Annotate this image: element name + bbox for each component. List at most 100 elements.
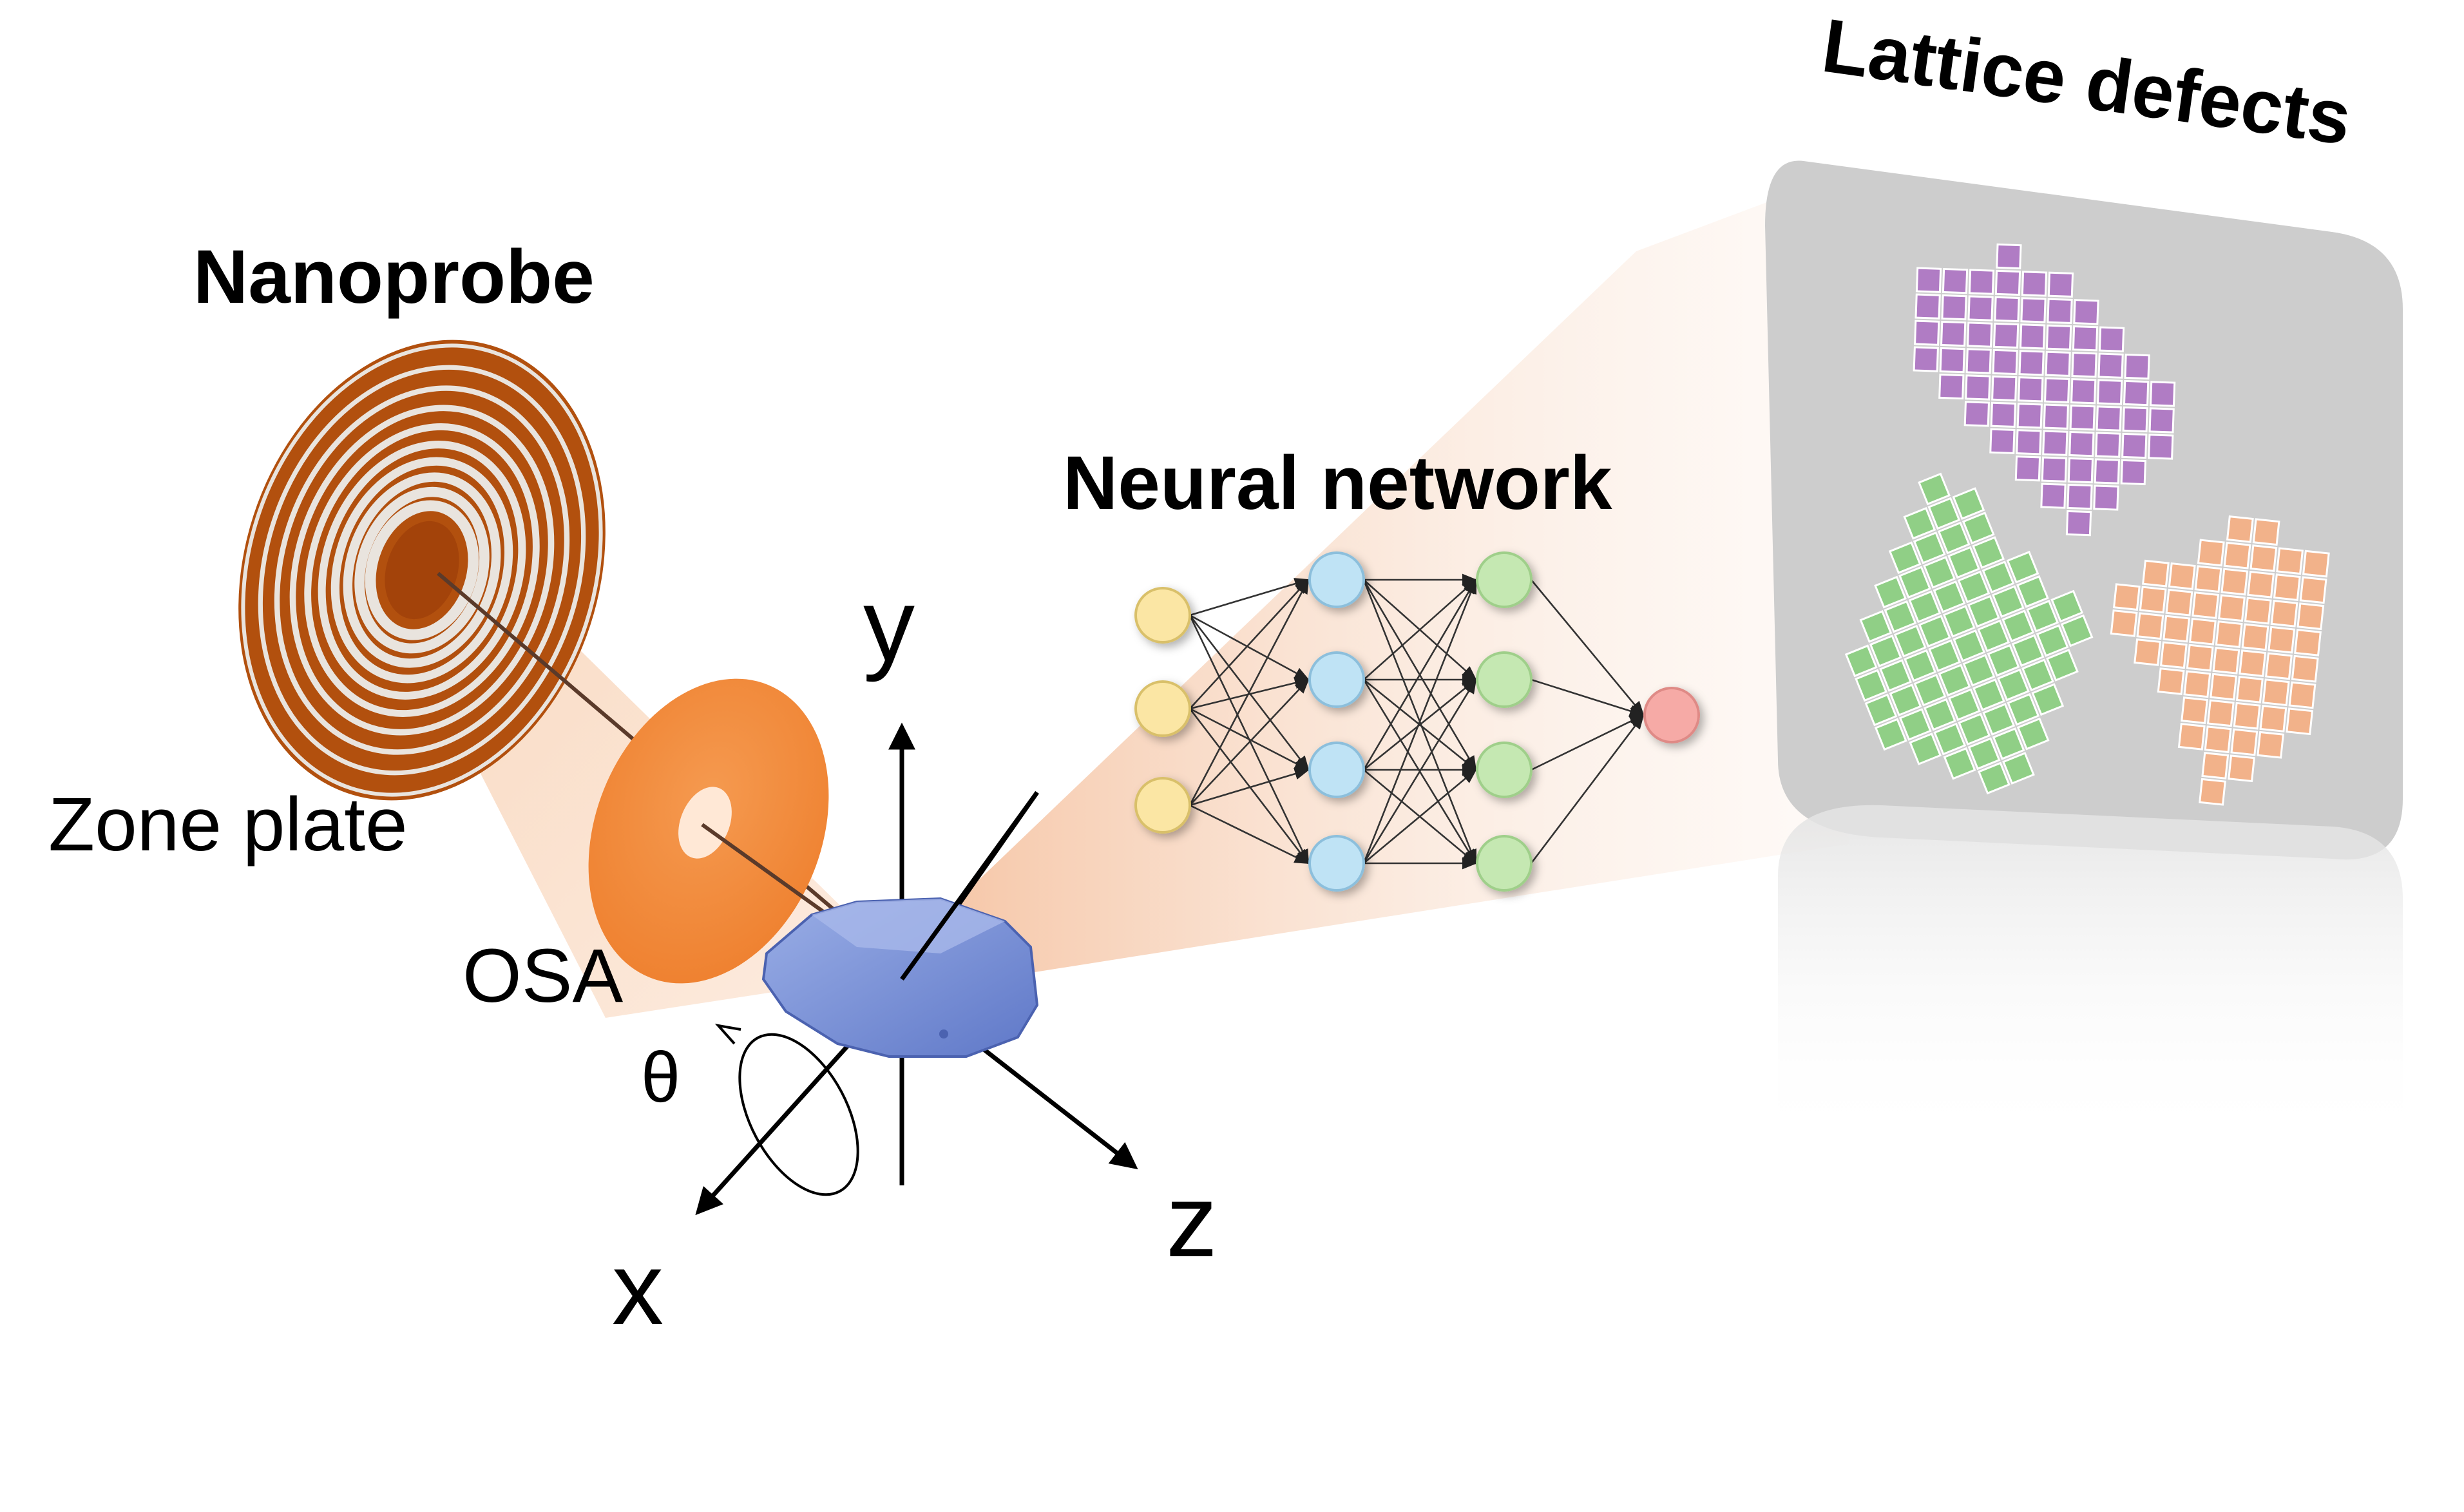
lattice-cell xyxy=(1898,708,1932,741)
lattice-cell xyxy=(2067,457,2094,484)
lattice-cell xyxy=(1859,610,1893,643)
lattice-cell xyxy=(2018,376,2044,403)
lattice-cell xyxy=(2096,379,2123,405)
nn-connection xyxy=(1189,768,1310,807)
lattice-cell xyxy=(2204,725,2232,754)
nn-connection xyxy=(1189,578,1310,617)
zone-plate-icon xyxy=(238,340,606,801)
lattice-cell xyxy=(1992,322,2020,349)
lattice-cell xyxy=(1928,639,1962,673)
lattice-cell xyxy=(1967,295,1994,321)
lattice-cell xyxy=(1884,600,1917,633)
nn-connection xyxy=(1530,579,1645,716)
lattice-cell xyxy=(2011,634,2045,667)
lattice-cell xyxy=(2122,406,2148,433)
lattice-cell xyxy=(2042,430,2068,456)
lattice-cell xyxy=(2046,648,2079,682)
lattice-cell xyxy=(2223,541,2251,569)
lattice-cell xyxy=(2299,576,2327,604)
lattice-cell xyxy=(1889,684,1922,716)
lattice-cell xyxy=(1942,604,1976,638)
axis-y-label: y xyxy=(863,567,915,682)
lattice-cell xyxy=(2291,655,2319,683)
scattered-beam xyxy=(902,193,1894,973)
zone-ring xyxy=(365,500,479,640)
lattice-cell xyxy=(1879,659,1912,692)
lattice-cell xyxy=(2097,352,2124,379)
input-node xyxy=(1134,777,1191,834)
lattice-cell xyxy=(2212,646,2240,675)
lattice-cell xyxy=(2026,599,2059,633)
lattice-cell xyxy=(1913,346,1939,372)
lattice-cell xyxy=(1874,718,1907,751)
lattice-cell xyxy=(2041,456,2068,483)
lattice-cell xyxy=(2218,594,2246,622)
lattice-cell xyxy=(2257,731,2285,759)
lattice-cell xyxy=(2098,326,2125,352)
lattice-cell xyxy=(2136,612,2164,640)
lattice-cell xyxy=(2183,670,2211,698)
lattice-cell xyxy=(1915,267,1942,293)
lattice-cell xyxy=(2065,510,2092,537)
grain-orange xyxy=(2110,515,2330,806)
lattice-cell xyxy=(2123,379,2150,407)
grain-green xyxy=(1844,472,2094,795)
lattice-cell xyxy=(1923,555,1956,589)
lattice-cell xyxy=(2286,707,2314,736)
lattice-cell xyxy=(2177,722,2206,751)
lattice-cell xyxy=(2047,298,2073,324)
lattice-cell xyxy=(1982,560,2015,594)
lattice-cell xyxy=(1947,688,1981,722)
lattice-cell xyxy=(2014,455,2041,482)
lattice-cell xyxy=(2093,484,2119,511)
lattice-cell xyxy=(1965,348,1992,374)
lattice-cell xyxy=(1992,727,2025,760)
lattice-cell xyxy=(2016,575,2049,608)
output-node xyxy=(1643,687,1700,743)
lattice-cell xyxy=(1947,546,1980,579)
lattice-defects-label: Lattice defects xyxy=(1817,3,2356,162)
lattice-cell xyxy=(2073,299,2099,325)
hidden2-node xyxy=(1476,835,1533,892)
lattice-cell xyxy=(1989,428,2016,454)
lattice-cell xyxy=(2021,271,2048,297)
lattice-cell xyxy=(1962,512,1995,545)
nn-connection xyxy=(1189,678,1310,806)
lattice-cell xyxy=(2016,429,2042,455)
nn-connection xyxy=(1189,708,1310,865)
zone-ring xyxy=(354,486,490,654)
lattice-cell xyxy=(2112,583,2141,611)
lattice-cell xyxy=(1888,541,1922,575)
lattice-cell xyxy=(1898,566,1931,599)
hidden1-node xyxy=(1308,651,1365,708)
lattice-cell xyxy=(1940,320,1967,347)
zone-ring xyxy=(289,405,555,736)
lattice-cell xyxy=(1893,624,1927,658)
lattice-cell xyxy=(2043,403,2069,430)
nn-connection xyxy=(1189,804,1310,865)
lattice-cell xyxy=(1967,737,2001,770)
lattice-cell xyxy=(2288,681,2316,709)
lattice-cell xyxy=(2192,591,2220,619)
lattice-cell xyxy=(2157,667,2185,695)
lattice-cell xyxy=(1909,732,1942,765)
nn-connection xyxy=(1363,769,1477,864)
lattice-cell xyxy=(2044,377,2070,403)
lattice-cell xyxy=(1937,521,1971,555)
lattice-cell xyxy=(2163,615,2191,643)
lattice-cell xyxy=(2016,403,2043,429)
nanoprobe-label: Nanoprobe xyxy=(193,234,595,320)
lattice-cell xyxy=(2060,614,2094,647)
zone-ring xyxy=(343,472,501,668)
lattice-cell xyxy=(1968,269,1995,295)
lattice-cell xyxy=(1994,269,2021,296)
lattice-cell xyxy=(1994,296,2020,323)
nn-connection xyxy=(1531,678,1645,717)
lattice-cell xyxy=(1942,267,1969,294)
lattice-cell xyxy=(1966,321,1993,348)
lattice-cell xyxy=(2220,568,2249,596)
hidden1-node xyxy=(1308,742,1365,798)
lattice-cell xyxy=(2120,459,2147,486)
lattice-cell xyxy=(1992,349,2018,376)
